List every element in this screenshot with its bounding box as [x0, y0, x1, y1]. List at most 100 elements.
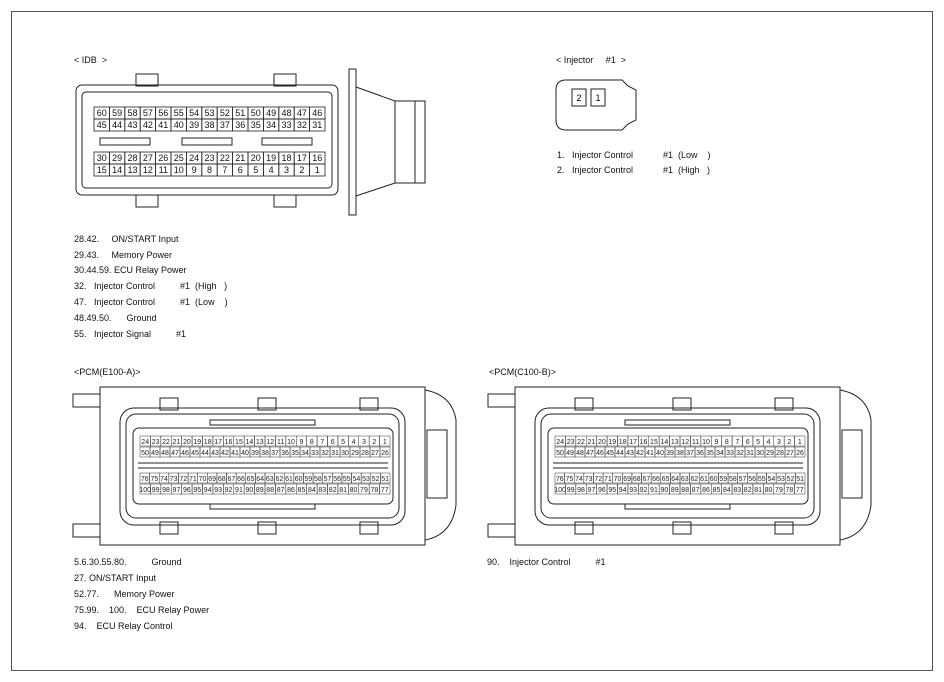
idb-pin-number: 43 — [127, 120, 137, 130]
pcm-a-pin-number: 65 — [247, 476, 255, 483]
idb-pin-number: 9 — [192, 165, 197, 175]
pcm-a-pin-number: 24 — [141, 439, 149, 446]
pcm-b-pin-number: 2 — [787, 439, 791, 446]
pcm-b-pin-number: 98 — [577, 487, 585, 494]
pcm-a-pin-number: 21 — [173, 439, 181, 446]
injector-pin-2: 2. Injector Control #1 (High ) — [557, 165, 711, 175]
pcm-a-pin-number: 16 — [225, 439, 233, 446]
pcm-b-pin-number: 35 — [706, 450, 714, 457]
pcm-b-pin-number: 39 — [666, 450, 674, 457]
pcm-a-key-bottom-2 — [359, 521, 379, 535]
pcm-a-pin-number: 11 — [277, 439, 284, 446]
pcm-b-pin-number: 91 — [650, 487, 658, 494]
pcm-a-key-top-0 — [159, 397, 179, 411]
pcm-a-pin-cell — [379, 483, 391, 495]
pcm-b-pin-number: 30 — [756, 450, 764, 457]
pcm-b-pin-number: 53 — [777, 476, 785, 483]
pcm-b-pin-number: 18 — [619, 439, 627, 446]
idb-pin-number: 42 — [143, 120, 153, 130]
pcm-a-pin-5: 94. ECU Relay Control — [74, 621, 173, 631]
idb-pin-number: 52 — [220, 108, 230, 118]
idb-pin-4: 32. Injector Control #1 (High ) — [74, 281, 228, 291]
pcm-a-pin-4: 75.99. 100. ECU Relay Power — [74, 605, 210, 615]
pcm-a-pin-number: 29 — [351, 450, 359, 457]
pcm-b-pin-number: 80 — [765, 487, 773, 494]
idb-pin-number: 39 — [189, 120, 199, 130]
pcm-a-pin-number: 34 — [301, 450, 309, 457]
pcm-a-pin-number: 9 — [300, 439, 304, 446]
idb-pin-number: 48 — [281, 108, 291, 118]
pcm-b-pin-number: 63 — [681, 476, 689, 483]
pcm-b-pin-number: 33 — [726, 450, 734, 457]
pcm-a-pin-number: 33 — [311, 450, 319, 457]
pcm-b-pin-number: 67 — [642, 476, 650, 483]
pcm-b-right-latch — [841, 429, 863, 499]
pcm-a-pin-number: 12 — [266, 439, 274, 446]
pcm-a-pin-number: 7 — [320, 439, 324, 446]
pcm-b-pin-cell — [794, 483, 806, 495]
pcm-b-pin-number: 24 — [556, 439, 564, 446]
pcm-b-pin-number: 56 — [748, 476, 756, 483]
injector-pin-b: 1 — [595, 93, 600, 103]
pcm-a-pin-number: 84 — [308, 487, 316, 494]
pcm-a-pin-number: 30 — [341, 450, 349, 457]
pcm-b-pin-number: 100 — [554, 487, 566, 494]
pcm-a-pin-number: 19 — [193, 439, 201, 446]
pcm-a-pin-number: 14 — [245, 439, 253, 446]
pcm-a-pin-number: 83 — [318, 487, 326, 494]
idb-pin-number: 20 — [251, 153, 261, 163]
pcm-b-title: <PCM(C100-B)> — [489, 367, 557, 377]
pcm-b-pin-number: 22 — [577, 439, 585, 446]
idb-pin-cell — [309, 163, 326, 177]
pcm-a-pin-number: 26 — [381, 450, 389, 457]
idb-pin-number: 12 — [143, 165, 153, 175]
pcm-b-pin-number: 55 — [758, 476, 766, 483]
pcm-a-pin-cell — [380, 472, 391, 484]
pcm-b-pin-number: 26 — [796, 450, 804, 457]
pcm-a-pin-1: 5.6.30.55.80. Ground — [74, 557, 182, 567]
idb-pin-number: 21 — [235, 153, 245, 163]
pcm-b-key-top-0 — [574, 397, 594, 411]
idb-pin-number: 27 — [143, 153, 153, 163]
diagram-frame — [11, 11, 933, 671]
idb-pin-number: 14 — [112, 165, 122, 175]
idb-pin-number: 49 — [266, 108, 276, 118]
idb-pin-number: 37 — [220, 120, 230, 130]
pcm-b-pin-number: 96 — [598, 487, 606, 494]
idb-pin-number: 25 — [174, 153, 184, 163]
pcm-b-pin-number: 14 — [660, 439, 668, 446]
pcm-a-pin-number: 78 — [370, 487, 378, 494]
pcm-b-pin-number: 23 — [567, 439, 575, 446]
idb-pin-number: 1 — [315, 165, 320, 175]
pcm-b-pin-number: 17 — [629, 439, 637, 446]
idb-pin-number: 17 — [297, 153, 307, 163]
pcm-b-pin-number: 87 — [692, 487, 700, 494]
pcm-a-pin-number: 41 — [231, 450, 239, 457]
pcm-b-pin-number: 19 — [608, 439, 616, 446]
pcm-a-pin-2: 27. ON/START Input — [74, 573, 157, 583]
pcm-b-pin-number: 20 — [598, 439, 606, 446]
pcm-a-pin-number: 8 — [310, 439, 314, 446]
idb-pin-number: 50 — [251, 108, 261, 118]
pcm-a-pin-number: 32 — [321, 450, 329, 457]
pcm-a-pin-number: 91 — [235, 487, 243, 494]
idb-pin-number: 19 — [266, 153, 276, 163]
idb-pin-number: 10 — [174, 165, 184, 175]
pcm-b-pin-number: 9 — [715, 439, 719, 446]
idb-pin-7: 55. Injector Signal #1 — [74, 329, 187, 339]
pcm-a-pin-number: 38 — [261, 450, 269, 457]
pcm-a-pin-number: 88 — [266, 487, 274, 494]
pcm-a-title: <PCM(E100-A)> — [74, 367, 141, 377]
idb-pin-6: 48.49.50. Ground — [74, 313, 157, 323]
pcm-a-pin-number: 17 — [214, 439, 222, 446]
pcm-b-pin-number: 72 — [594, 476, 602, 483]
pcm-b-pin-number: 43 — [626, 450, 634, 457]
pcm-a-pin-number: 39 — [251, 450, 259, 457]
pcm-b-pin-number: 3 — [777, 439, 781, 446]
pcm-a-pin-number: 59 — [304, 476, 312, 483]
pcm-a-pin-number: 87 — [277, 487, 285, 494]
pcm-b-pin-number: 69 — [623, 476, 631, 483]
pcm-a-pin-number: 61 — [285, 476, 293, 483]
pcm-a-pin-number: 71 — [189, 476, 197, 483]
